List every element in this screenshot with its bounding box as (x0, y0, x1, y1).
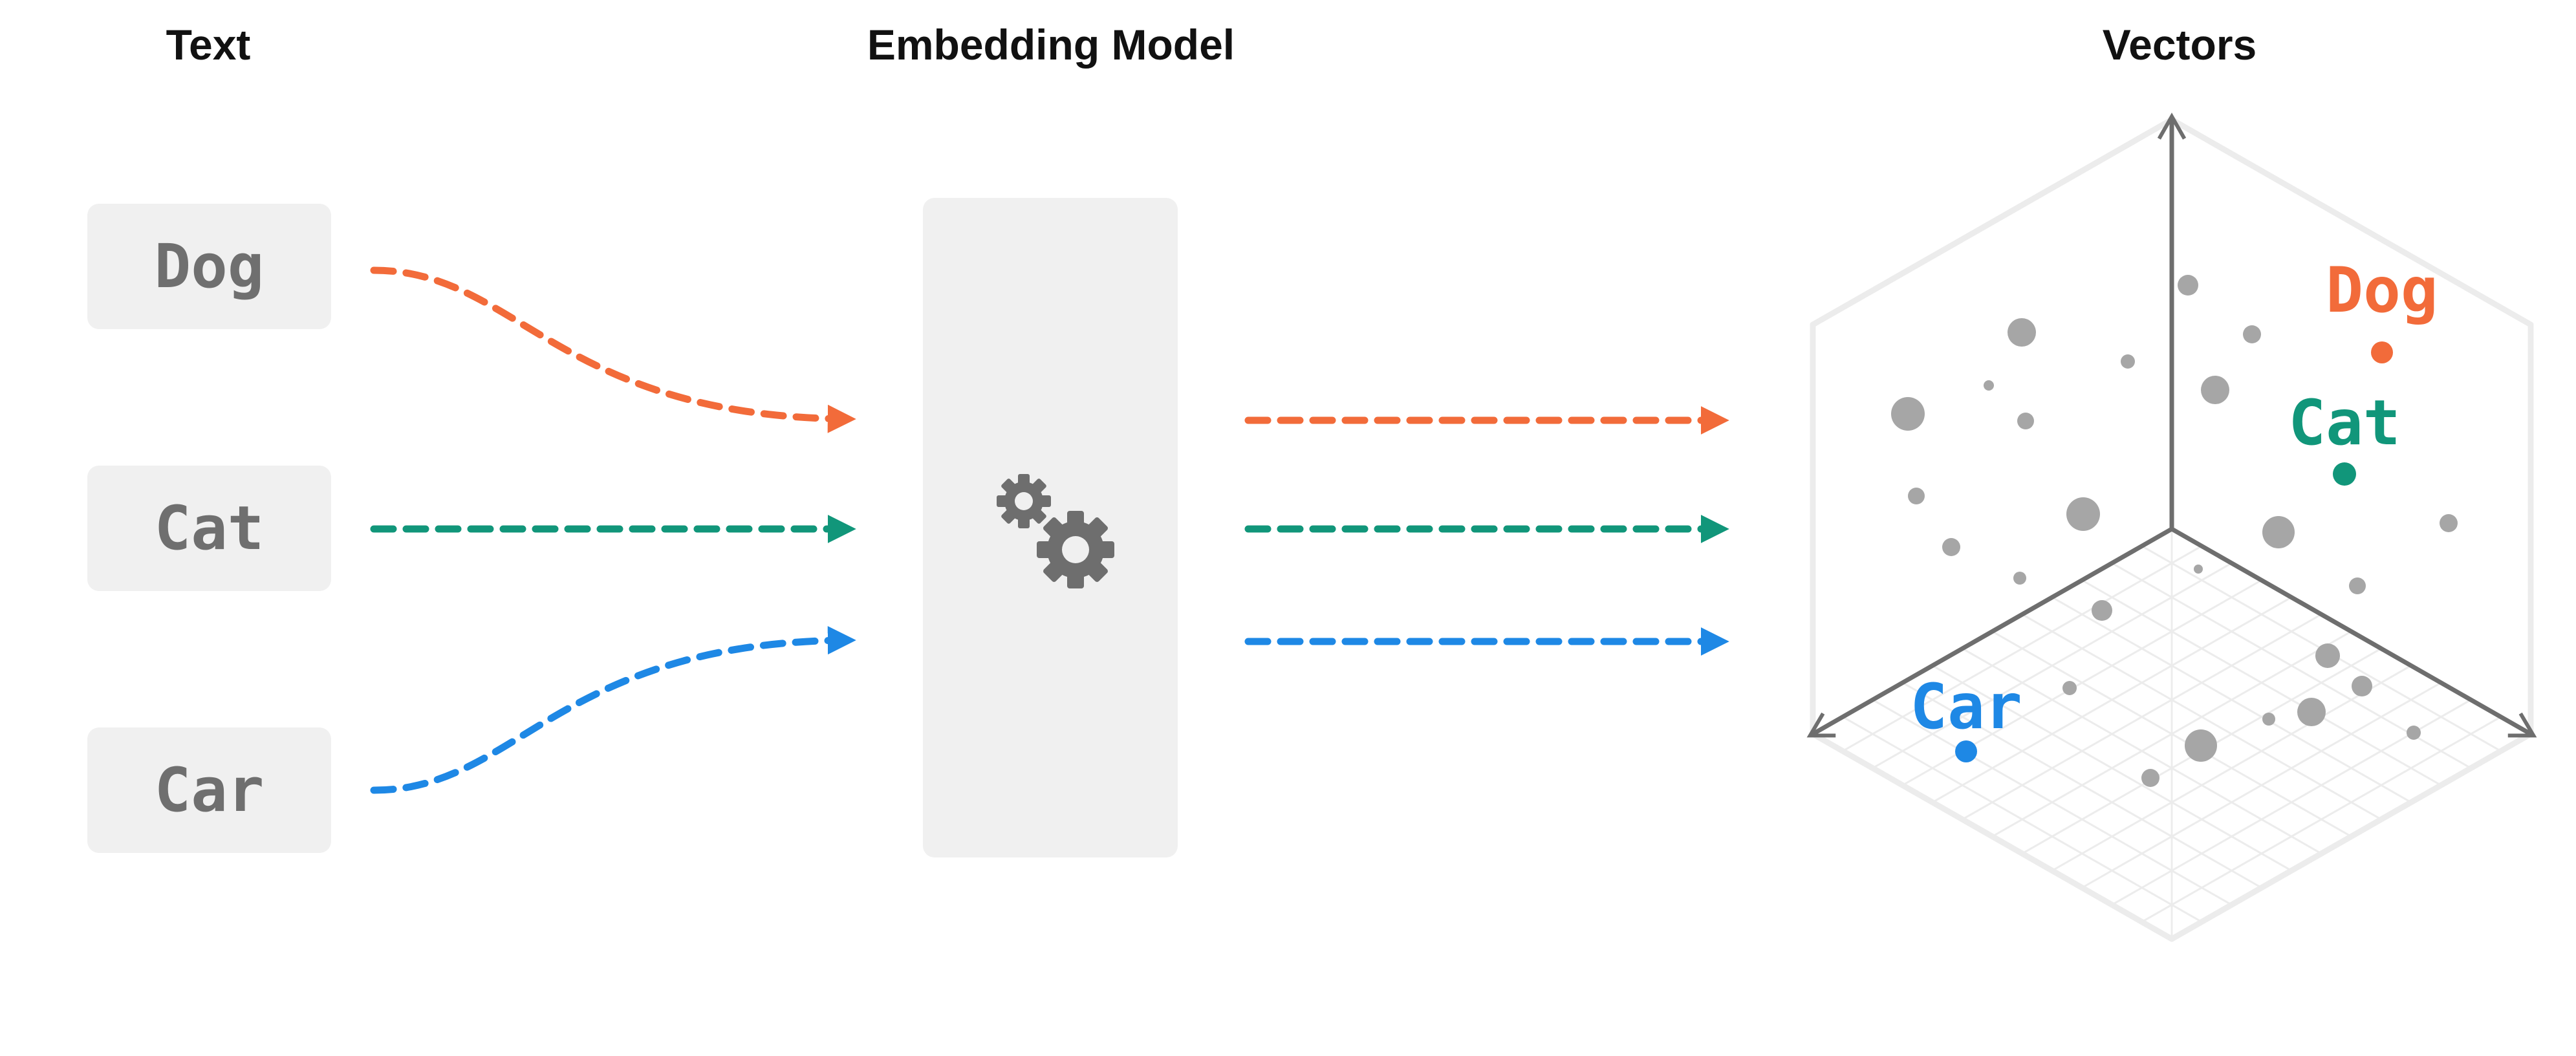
neutral-point (2352, 676, 2372, 696)
neutral-point (2121, 354, 2135, 369)
vector-label-car: Car (1910, 671, 2022, 743)
vector-dog: Dog (2326, 254, 2438, 363)
grid-line (1842, 716, 2202, 923)
arrow-dog-to-model (370, 266, 856, 433)
arrow-car-to-model (370, 626, 856, 794)
word-label-dog: Dog (154, 231, 265, 302)
neutral-point (2141, 769, 2159, 787)
heading-embedding-model: Embedding Model (867, 21, 1235, 69)
gears-icon (997, 474, 1114, 588)
small-gear-icon (997, 474, 1051, 528)
neutral-point (2062, 681, 2077, 695)
vector-space: Dog Cat Car (1806, 113, 2537, 942)
axis-left (1806, 526, 2174, 738)
neutral-point (2201, 376, 2229, 404)
output-arrows (1244, 406, 1729, 656)
input-arrows (370, 266, 856, 794)
neutral-point (2407, 726, 2421, 740)
neutral-point (1942, 538, 1960, 556)
neutral-point (2092, 600, 2112, 621)
neutral-point (2013, 572, 2026, 585)
vector-point-dog (2371, 341, 2393, 363)
neutral-point (1984, 380, 1994, 391)
vector-car: Car (1910, 671, 2022, 762)
neutral-point (2349, 577, 2366, 594)
neutral-point (1908, 488, 1925, 504)
neutral-point (2178, 275, 2198, 296)
neutral-point (2185, 729, 2217, 762)
neutral-point (2008, 318, 2036, 347)
grid-line (2141, 716, 2502, 923)
word-box-car: Car (87, 727, 331, 853)
neutral-point (2017, 413, 2034, 429)
vector-point-car (1955, 740, 1977, 762)
axis-right (2169, 526, 2537, 738)
vector-label-dog: Dog (2326, 254, 2438, 327)
neutral-point (2194, 565, 2203, 574)
vector-cat: Cat (2288, 387, 2401, 486)
neutral-point (2262, 713, 2275, 726)
neutral-point (2066, 497, 2100, 531)
cube-wireframe (1810, 116, 2534, 942)
word-box-dog: Dog (87, 204, 331, 329)
vector-point-cat (2333, 462, 2356, 486)
neutral-point (2315, 643, 2340, 668)
axes (1806, 113, 2537, 738)
heading-text: Text (166, 21, 251, 69)
word-label-car: Car (154, 755, 265, 826)
word-box-cat: Cat (87, 466, 331, 591)
neutral-point (1891, 397, 1925, 431)
vector-label-cat: Cat (2288, 387, 2400, 459)
neutral-point (2262, 516, 2295, 548)
large-gear-icon (1037, 511, 1114, 588)
neutral-points (1891, 275, 2458, 787)
neutral-point (2440, 514, 2458, 532)
neutral-point (2297, 698, 2326, 726)
neutral-point (2243, 325, 2261, 343)
heading-vectors: Vectors (2102, 21, 2257, 69)
word-label-cat: Cat (154, 493, 265, 564)
